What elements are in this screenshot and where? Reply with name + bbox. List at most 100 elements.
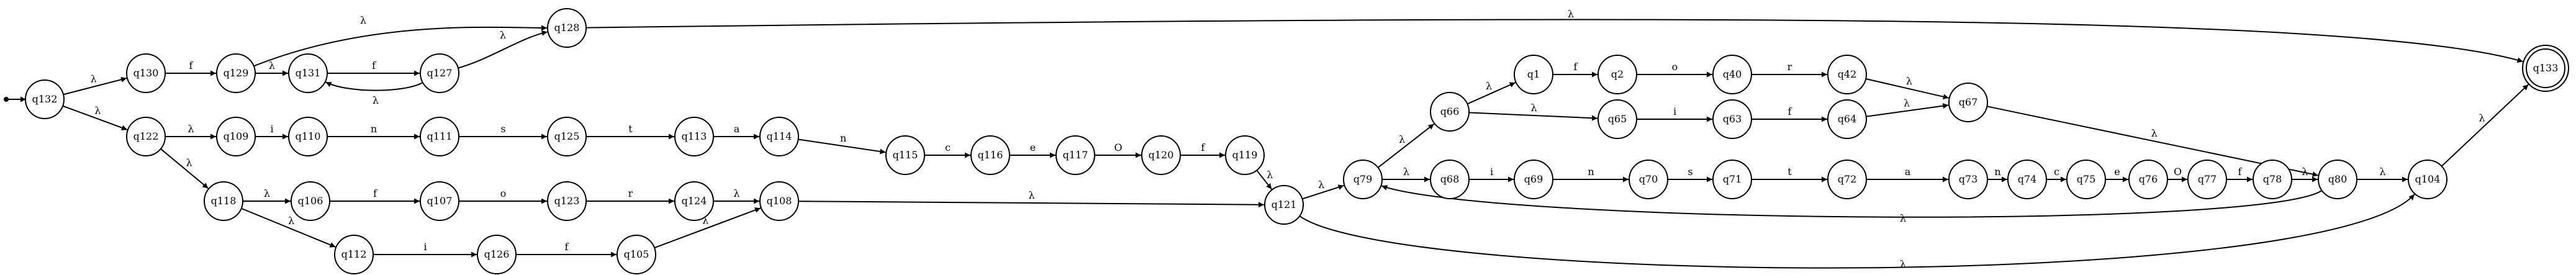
transition-label: a	[734, 123, 740, 135]
state-circle	[477, 235, 517, 274]
transition-label: λ	[2479, 112, 2485, 124]
state-circle	[759, 117, 799, 156]
state-q125: q125	[547, 117, 587, 156]
state-label: q66	[1440, 106, 1460, 117]
transition-q132-q122	[62, 105, 128, 131]
state-q131: q131	[288, 53, 328, 93]
state-label: q114	[767, 130, 792, 142]
transition-q119-q121	[1256, 169, 1272, 190]
transition-label: c	[945, 142, 951, 153]
transition-label: c	[2054, 166, 2059, 178]
state-circle	[2128, 160, 2168, 199]
state-label: q42	[1838, 68, 1857, 80]
state-label: q40	[1723, 68, 1742, 80]
state-q129: q129	[216, 53, 256, 93]
transition-label: λ	[702, 215, 708, 227]
transition-q79-q66	[1377, 123, 1435, 168]
state-label: q77	[2198, 173, 2217, 185]
transition-label: λ	[1399, 133, 1405, 145]
state-q65: q65	[1598, 99, 1637, 139]
state-circle	[1055, 135, 1095, 175]
transition-label: λ	[269, 60, 275, 71]
state-q110: q110	[288, 117, 328, 156]
state-circle	[1514, 160, 1553, 199]
state-label: q129	[224, 67, 249, 79]
state-circle	[547, 117, 587, 156]
transition-label: λ	[94, 105, 101, 117]
accept-ring	[2522, 45, 2569, 92]
transition-q105-q108	[654, 207, 761, 249]
state-q120: q120	[1141, 135, 1181, 175]
state-label: q116	[978, 149, 1003, 161]
transition-label: f	[1788, 106, 1792, 117]
state-q124: q124	[674, 181, 714, 221]
state-label: q105	[624, 248, 649, 260]
state-label: q104	[2415, 173, 2441, 185]
state-q113: q113	[674, 117, 714, 156]
transition-label: f	[2238, 166, 2243, 178]
transition-label: λ	[186, 157, 192, 169]
state-circle	[547, 8, 587, 48]
transition-q66-q65	[1468, 112, 1598, 121]
state-label: q109	[224, 130, 249, 142]
transition-label: i	[270, 123, 273, 135]
state-circle	[288, 117, 328, 156]
state-label: q80	[2328, 173, 2348, 185]
state-q68: q68	[1430, 160, 1470, 199]
state-circle	[126, 53, 166, 93]
transition-label: λ	[1900, 212, 1906, 224]
state-circle	[204, 181, 243, 221]
state-circle	[2318, 160, 2357, 199]
state-label: q133	[2533, 62, 2559, 74]
state-label: q112	[341, 248, 367, 260]
state-q111: q111	[420, 117, 459, 156]
state-circle	[1712, 99, 1752, 139]
state-circle	[1712, 160, 1752, 199]
state-circle	[674, 181, 714, 221]
state-label: q70	[1639, 173, 1658, 185]
state-label: q123	[554, 195, 580, 207]
state-label: q75	[2077, 173, 2096, 185]
state-label: q72	[1838, 173, 1857, 185]
state-q1: q1	[1514, 55, 1553, 94]
transition-q122-q118	[160, 148, 209, 189]
state-q107: q107	[420, 181, 459, 221]
transition-label: λ	[1900, 258, 1906, 270]
state-q118: q118	[204, 181, 243, 221]
transition-label: λ	[1486, 80, 1492, 92]
transition-q64-q67	[1866, 103, 1949, 117]
state-circle	[1629, 160, 1668, 199]
transition-q129-q128	[253, 25, 548, 67]
state-label: q63	[1723, 113, 1742, 125]
state-label: q106	[298, 195, 323, 207]
state-circle	[2187, 160, 2227, 199]
state-q127: q127	[420, 53, 459, 93]
state-q77: q77	[2187, 160, 2227, 199]
state-q128: q128	[547, 8, 587, 48]
transition-q104-q133	[2441, 84, 2529, 167]
state-circle	[2408, 160, 2447, 199]
state-circle	[1598, 55, 1637, 94]
state-circle	[1141, 135, 1181, 175]
transition-label: λ	[1904, 97, 1910, 109]
state-circle	[970, 135, 1010, 175]
transition-label: λ	[373, 94, 379, 106]
transition-q66-q1	[1467, 82, 1516, 105]
state-q122: q122	[126, 117, 166, 156]
state-label: q117	[1063, 149, 1088, 161]
state-circle	[2066, 160, 2106, 199]
state-label: q69	[1524, 173, 1543, 185]
transition-label: f	[1201, 142, 1206, 153]
state-label: q126	[484, 248, 510, 260]
transition-q108-q121	[798, 201, 1265, 208]
state-q108: q108	[759, 181, 799, 221]
state-q115: q115	[885, 135, 925, 175]
state-circle	[1827, 99, 1867, 139]
state-q132: q132	[25, 79, 65, 119]
state-label: q64	[1838, 113, 1857, 125]
state-q121: q121	[1264, 185, 1304, 225]
state-q104: q104	[2408, 160, 2447, 199]
state-label: q125	[554, 130, 580, 142]
state-q2: q2	[1598, 55, 1637, 94]
transition-label: n	[1588, 166, 1594, 178]
